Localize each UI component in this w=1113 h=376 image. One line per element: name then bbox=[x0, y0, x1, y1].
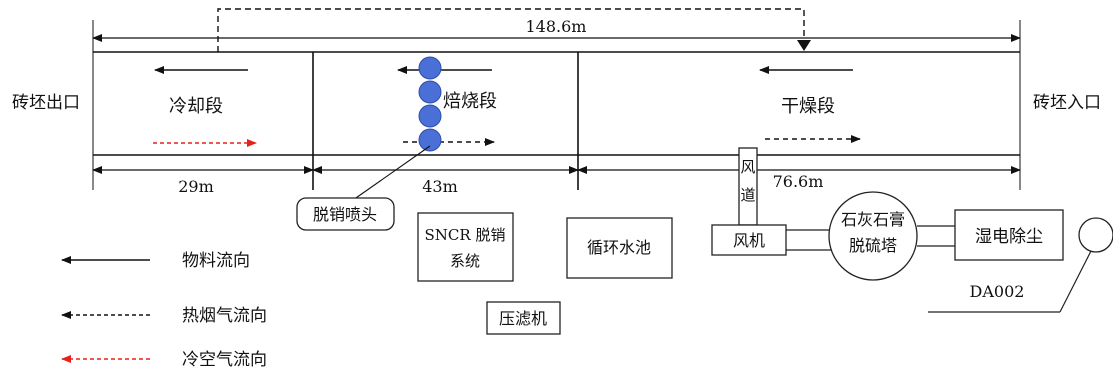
brick-inlet-label: 砖坯入口 bbox=[1033, 93, 1101, 113]
zone-label-drying: 干燥段 bbox=[781, 96, 835, 117]
drying-zone-flows bbox=[759, 66, 861, 143]
filter-press-label: 压滤机 bbox=[499, 309, 547, 328]
wet-esp-box: 湿电除尘 bbox=[954, 209, 1064, 261]
zone-label-firing: 焙烧段 bbox=[443, 91, 497, 112]
fan-label: 风机 bbox=[733, 231, 765, 250]
pool-label: 循环水池 bbox=[587, 238, 651, 257]
sncr-system-box: SNCR 脱销 系统 bbox=[417, 212, 514, 282]
firing-zone-flows bbox=[397, 66, 495, 146]
total-length-dimension: 148.6m bbox=[92, 17, 1021, 42]
firing-length-label: 43m bbox=[422, 177, 458, 196]
legend-material-label: 物料流向 bbox=[182, 251, 250, 271]
hot-gas-return-loop bbox=[217, 8, 811, 52]
wesp-label: 湿电除尘 bbox=[975, 227, 1043, 247]
air-duct-char2: 道 bbox=[740, 186, 755, 204]
zone-label-cooling: 冷却段 bbox=[169, 96, 223, 117]
circulating-pool-box: 循环水池 bbox=[566, 217, 673, 279]
fan-to-tower-duct bbox=[786, 229, 831, 251]
desulfurization-tower: 石灰石膏 脱硫塔 bbox=[828, 191, 918, 281]
fan-box: 风机 bbox=[711, 224, 787, 256]
brick-outlet-label: 砖坯出口 bbox=[12, 93, 80, 113]
denitration-nozzles bbox=[418, 56, 442, 152]
legend-hot-gas-label: 热烟气流向 bbox=[182, 306, 267, 326]
sncr-label-line2: 系统 bbox=[450, 252, 480, 270]
total-length-label: 148.6m bbox=[526, 17, 587, 36]
desulf-label-line2: 脱硫塔 bbox=[849, 236, 897, 255]
desulf-label-line1: 石灰石膏 bbox=[841, 210, 905, 229]
sncr-label-line1: SNCR 脱销 bbox=[425, 226, 506, 244]
nozzle-callout-label: 脱销喷头 bbox=[313, 205, 377, 224]
legend: 物料流向 热烟气流向 冷空气流向 bbox=[61, 251, 267, 370]
legend-cold-air-label: 冷空气流向 bbox=[182, 350, 267, 370]
filter-press-box: 压滤机 bbox=[486, 301, 561, 335]
stack-label: DA002 bbox=[970, 282, 1025, 301]
air-duct: 风 道 bbox=[738, 147, 758, 226]
drying-length-label: 76.6m bbox=[773, 172, 824, 191]
cooling-length-label: 29m bbox=[178, 177, 214, 196]
tower-to-wesp-duct bbox=[917, 225, 955, 247]
nozzle-callout: 脱销喷头 bbox=[296, 145, 431, 231]
stack-da002: DA002 bbox=[928, 217, 1113, 313]
cooling-zone-flows bbox=[153, 66, 257, 147]
air-duct-char1: 风 bbox=[740, 158, 755, 176]
kiln-body bbox=[92, 20, 1021, 190]
